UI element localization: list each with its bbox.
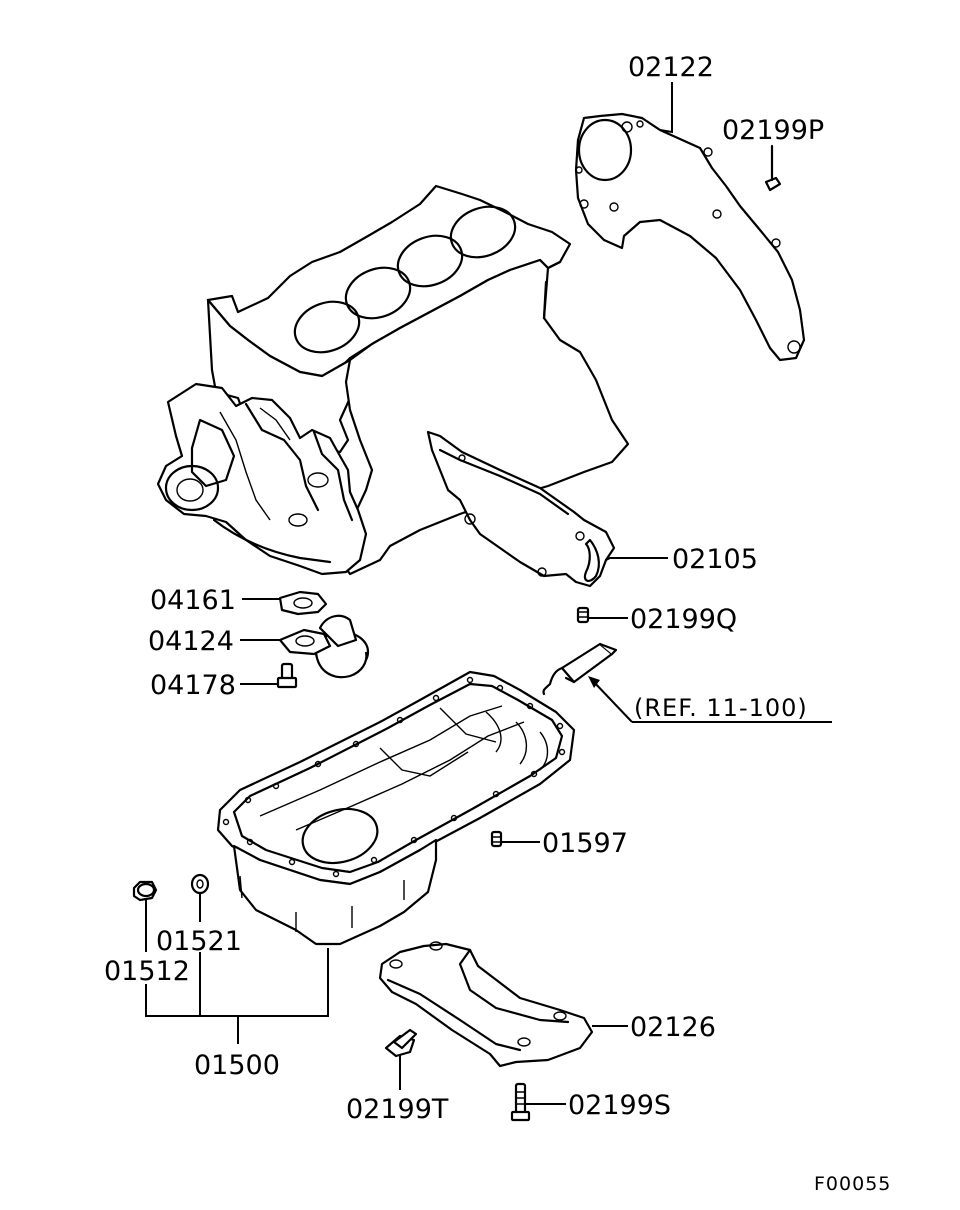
bolt-02199s-illustration bbox=[510, 1082, 531, 1122]
bolt-01597-illustration bbox=[490, 830, 503, 848]
bolt-04178-illustration bbox=[276, 662, 298, 689]
label-01521: 01521 bbox=[156, 926, 242, 957]
oil-pan-illustration bbox=[216, 670, 576, 946]
oil-strainer-illustration bbox=[278, 614, 370, 679]
label-02105: 02105 bbox=[672, 544, 758, 575]
label-04124: 04124 bbox=[148, 626, 234, 657]
stiffener-illustration bbox=[378, 941, 594, 1068]
label-02126: 02126 bbox=[630, 1012, 716, 1043]
bolt-02199q-illustration bbox=[576, 606, 590, 624]
label-02199t: 02199T bbox=[346, 1094, 449, 1125]
reference-label: (REF. 11-100) bbox=[634, 694, 808, 722]
figure-id: F00055 bbox=[814, 1173, 891, 1195]
leader-lines bbox=[145, 82, 832, 1105]
label-02199s: 02199S bbox=[568, 1090, 671, 1121]
part-labels: 02122 02199P 02105 02199Q 04161 04124 04… bbox=[104, 52, 891, 1195]
bolt-02199t-illustration bbox=[384, 1028, 418, 1058]
label-01597: 01597 bbox=[542, 828, 628, 859]
adapter-plate-illustration bbox=[574, 112, 806, 362]
label-01500: 01500 bbox=[194, 1050, 280, 1081]
label-04178: 04178 bbox=[150, 670, 236, 701]
engine-block-illustration bbox=[156, 184, 630, 576]
label-02122: 02122 bbox=[628, 52, 714, 83]
strainer-gasket-illustration bbox=[278, 590, 328, 616]
label-01512: 01512 bbox=[104, 956, 190, 987]
label-02199p: 02199P bbox=[722, 115, 824, 146]
drain-plug-illustration bbox=[132, 880, 158, 902]
label-02199q: 02199Q bbox=[630, 604, 737, 635]
drain-gasket-illustration bbox=[190, 873, 210, 895]
sealant-tube-illustration bbox=[542, 642, 618, 696]
bolt-02199p-illustration bbox=[764, 144, 782, 192]
rear-plate-illustration bbox=[426, 430, 616, 588]
oil-pan-flange-holes bbox=[222, 676, 566, 878]
label-04161: 04161 bbox=[150, 585, 236, 616]
